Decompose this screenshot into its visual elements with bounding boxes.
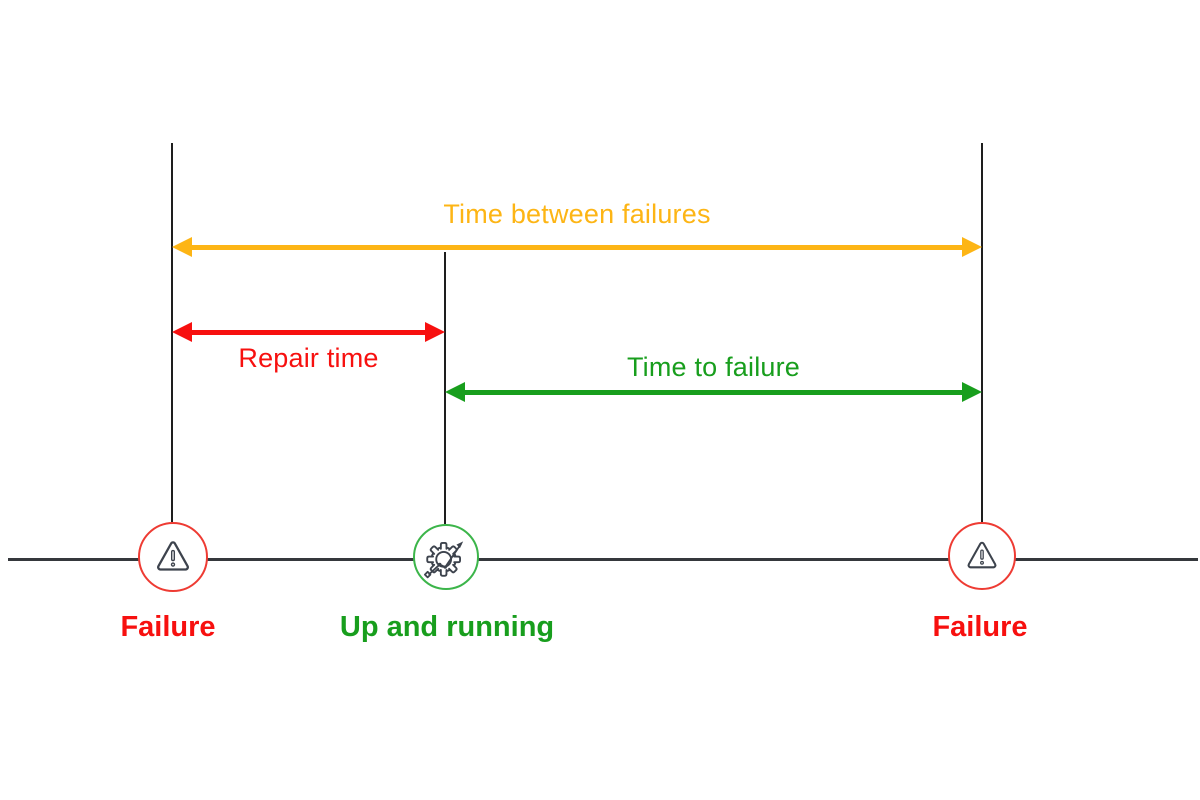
gear-growth-icon: [423, 541, 464, 579]
failure-1-marker: [138, 522, 208, 592]
arrowhead-right-icon: [425, 322, 445, 342]
up-and-running-label: Up and running: [339, 611, 555, 643]
failure-2-label: Failure: [932, 611, 1028, 643]
arrowhead-right-icon: [962, 382, 982, 402]
arrowhead-left-icon: [172, 237, 192, 257]
warning-triangle-icon: [967, 541, 997, 569]
warning-triangle-icon: [157, 541, 189, 571]
arrowhead-left-icon: [172, 322, 192, 342]
time-between-failures-arrow: [172, 237, 982, 257]
arrowhead-right-icon: [962, 237, 982, 257]
arrow-shaft: [187, 244, 967, 250]
arrow-shaft: [460, 389, 967, 395]
up-and-running-marker: [413, 524, 479, 590]
time-between-failures-label: Time between failures: [443, 199, 711, 229]
time-to-failure-label: Time to failure: [626, 352, 801, 382]
timeline-axis: [8, 558, 1198, 561]
arrowhead-left-icon: [445, 382, 465, 402]
event-line-failure-2: [981, 143, 983, 522]
failure-1-label: Failure: [120, 611, 216, 643]
arrow-shaft: [187, 329, 430, 335]
time-to-failure-arrow: [445, 382, 982, 402]
failure-2-marker: [948, 522, 1016, 590]
repair-time-arrow: [172, 322, 445, 342]
repair-time-label: Repair time: [238, 343, 379, 373]
